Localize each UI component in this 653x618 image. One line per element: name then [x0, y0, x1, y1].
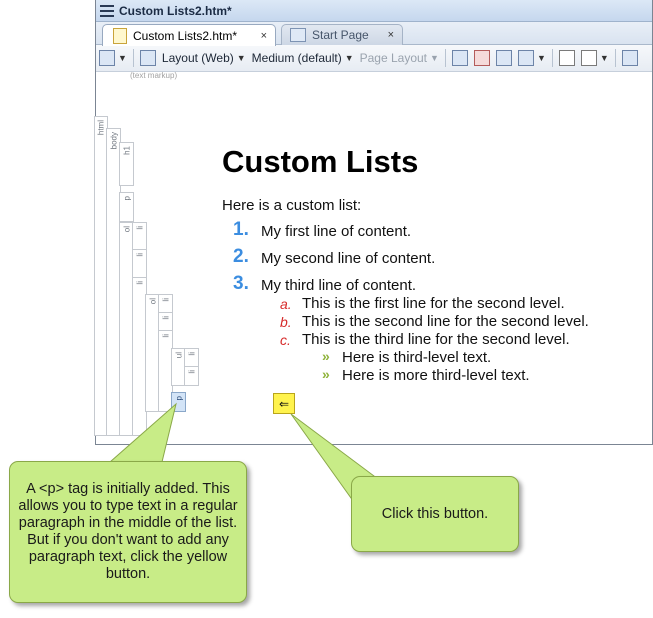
list-letter: b.	[280, 314, 292, 330]
right-callout-text: Click this button.	[381, 505, 489, 522]
list-letter: a.	[280, 296, 292, 312]
layout-dropdown[interactable]: Layout (Web)▼	[161, 51, 246, 65]
page-layout-label: Page Layout	[359, 51, 428, 65]
window-title: Custom Lists2.htm*	[119, 3, 232, 18]
content-area[interactable]	[211, 116, 652, 442]
structure-bar-p[interactable]: p	[119, 192, 134, 222]
toolbar-button[interactable]	[556, 48, 578, 68]
tab-start-page[interactable]: Start Page ×	[281, 24, 403, 45]
list-number: 3.	[233, 273, 249, 294]
style-icon	[139, 50, 156, 66]
menu-icon[interactable]	[100, 4, 114, 17]
tab-label: Custom Lists2.htm*	[133, 28, 238, 43]
text-doc-icon	[558, 50, 575, 66]
zoom-icon	[99, 50, 115, 66]
tab-label: Start Page	[312, 28, 369, 42]
tab-bar: Custom Lists2.htm* × Start Page ×	[96, 22, 652, 46]
toolbar-button[interactable]	[619, 48, 641, 68]
right-callout: Click this button.	[351, 476, 519, 552]
style-button[interactable]	[137, 48, 159, 68]
list-item: My first line of content.	[261, 223, 412, 240]
toolbar: ▼ Layout (Web)▼ Medium (default)▼ Page L…	[96, 45, 652, 72]
list-bullet: »	[322, 348, 330, 364]
toolbar-button[interactable]	[449, 48, 471, 68]
list-number: 2.	[233, 246, 249, 267]
structure-bar-h1[interactable]: h1	[119, 142, 134, 186]
intro-text: Here is a custom list:	[222, 197, 362, 214]
close-icon[interactable]: ×	[260, 29, 267, 42]
structure-bar-li[interactable]: li	[184, 366, 199, 386]
list-item: My second line of content.	[261, 250, 436, 267]
zoom-button[interactable]: ▼	[96, 48, 130, 68]
list-item: This is the third line for the second le…	[302, 331, 570, 348]
font-icon	[580, 50, 597, 66]
left-callout: A <p> tag is initially added. This allow…	[9, 461, 247, 603]
list-bullet: »	[322, 366, 330, 382]
page-icon	[290, 28, 306, 42]
window-icon	[495, 50, 512, 66]
layout-label: Layout (Web)	[161, 51, 234, 65]
list-item: This is the first line for the second le…	[302, 295, 565, 312]
toolbar-separator	[551, 49, 553, 67]
left-callout-text: A <p> tag is initially added. This allow…	[18, 481, 238, 582]
page-heading: Custom Lists	[222, 144, 419, 179]
medium-dropdown[interactable]: Medium (default)▼	[251, 51, 354, 65]
list-item: My third line of content.	[261, 277, 417, 294]
title-bar: Custom Lists2.htm*	[96, 0, 652, 22]
page-layout-dropdown[interactable]: Page Layout▼	[359, 51, 439, 65]
document-remove-icon	[473, 50, 490, 66]
medium-label: Medium (default)	[251, 51, 342, 65]
list-number: 1.	[233, 219, 249, 240]
list-letter: c.	[280, 332, 291, 348]
tools-icon	[517, 50, 534, 66]
tab-custom-lists[interactable]: Custom Lists2.htm* ×	[102, 24, 276, 46]
info-icon	[621, 50, 638, 66]
toolbar-separator	[614, 49, 616, 67]
toolbar-separator	[132, 49, 134, 67]
close-icon[interactable]: ×	[387, 29, 394, 41]
document-icon	[113, 27, 127, 44]
toolbar-separator	[444, 49, 446, 67]
left-callout-pointer	[108, 402, 177, 463]
toolbar-button[interactable]: ▼	[515, 48, 549, 68]
toolbar-button[interactable]	[471, 48, 493, 68]
toolbar-button[interactable]: ▼	[578, 48, 612, 68]
list-item: This is the second line for the second l…	[302, 313, 589, 330]
toolbar-button[interactable]	[493, 48, 515, 68]
text-markup-label: (text markup)	[130, 71, 178, 80]
list-item: Here is more third-level text.	[342, 367, 530, 384]
list-item: Here is third-level text.	[342, 349, 492, 366]
document-link-icon	[451, 50, 468, 66]
arrow-left-icon: ⇐	[278, 396, 290, 411]
yellow-remove-paragraph-button[interactable]: ⇐	[273, 393, 295, 414]
